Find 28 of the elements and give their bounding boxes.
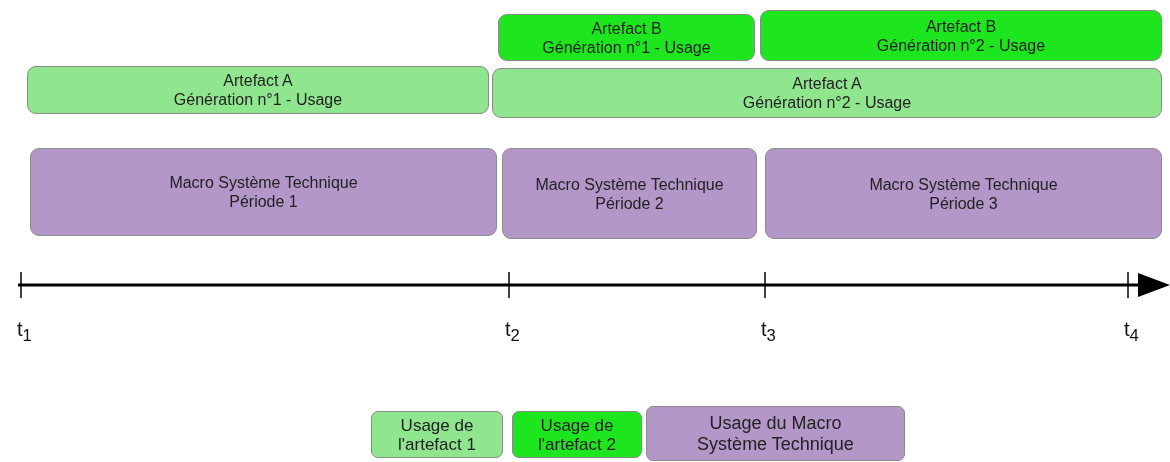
usage-bar (498, 14, 755, 61)
time-label: t$_{1}$ (17, 318, 32, 346)
usage-bar (492, 68, 1162, 118)
box-text: Artefact A (792, 74, 862, 93)
usage-bar (27, 66, 489, 114)
usage-bar (760, 10, 1162, 61)
box-text: Période 2 (595, 193, 664, 213)
box-text: Macro Système Technique (169, 173, 358, 192)
box-text: Période 3 (929, 193, 998, 213)
box-text: Période 1 (229, 192, 298, 211)
box-text: Génération n°1 - Usage (173, 90, 343, 109)
box-text: Génération n°1 - Usage (542, 37, 711, 57)
time-label: t$_{2}$ (505, 318, 520, 346)
period-box (765, 148, 1162, 239)
period-box (502, 148, 757, 239)
legend-swatch: Usage du Macro Système Technique (646, 406, 905, 461)
box-text: Génération n°2 - Usage (742, 93, 912, 112)
box-text: Macro Système Technique (535, 174, 724, 194)
time-label: t$_{3}$ (761, 318, 776, 346)
box-text: Artefact B (925, 16, 997, 36)
time-label: t$_{4}$ (1124, 318, 1139, 346)
box-text: Artefact B (591, 18, 662, 38)
legend-swatch: Usage de l'artefact 2 (512, 411, 642, 458)
period-box (30, 148, 497, 236)
legend-swatch: Usage de l'artefact 1 (371, 411, 503, 458)
box-text: Artefact A (223, 71, 293, 90)
box-text: Macro Système Technique (869, 174, 1058, 194)
box-text: Génération n°2 - Usage (876, 35, 1046, 55)
